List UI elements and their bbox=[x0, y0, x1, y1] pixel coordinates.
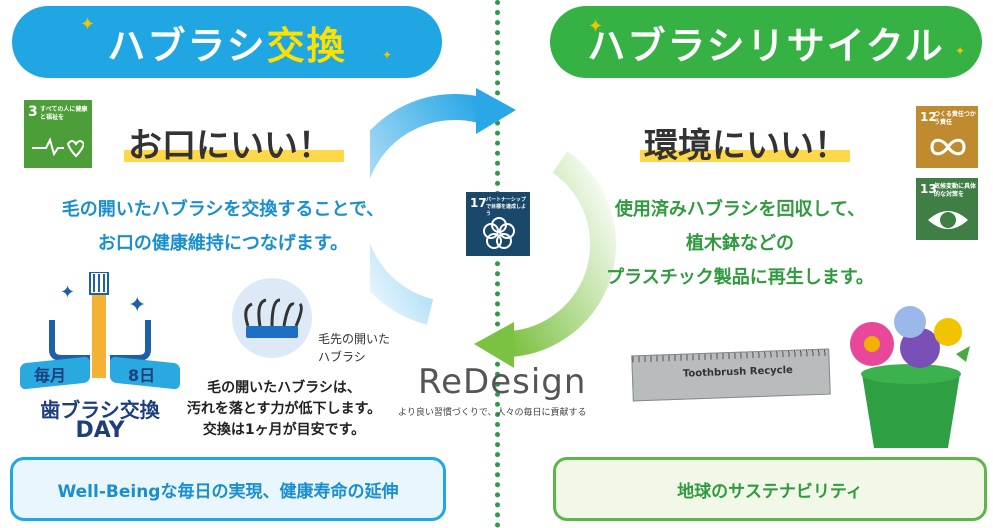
header-toothbrush-exchange: ハブラシ交換 bbox=[12, 6, 442, 78]
exchange-note: 毛の開いたハブラシは、 汚れを落とす力が低下します。 交換は1ヶ月が目安です。 bbox=[184, 378, 384, 441]
svg-text:✦: ✦ bbox=[128, 293, 146, 318]
toothbrush-head-icon bbox=[244, 298, 303, 338]
sdg-text: パートナーシップで目標を達成しよう bbox=[486, 197, 527, 217]
title-main: ハブラシ bbox=[107, 23, 267, 68]
left-headline: お口にいい！ bbox=[128, 126, 332, 166]
note-line: 毛の開いたハブラシは、 bbox=[207, 380, 361, 396]
brush-label-line: 毛先の開いた bbox=[318, 332, 391, 346]
day-title: 歯ブラシ交換 bbox=[40, 398, 160, 422]
desc-line: お口の健康維持につなげます。 bbox=[97, 233, 349, 254]
desc-line: プラスチック製品に再生します。 bbox=[606, 267, 874, 288]
svg-text:✦: ✦ bbox=[60, 282, 75, 303]
infinity-icon bbox=[930, 138, 966, 156]
headline-underline bbox=[124, 150, 344, 162]
right-headline: 環境にいい！ bbox=[644, 126, 848, 166]
sdg17-badge: 17 パートナーシップで目標を達成しよう bbox=[466, 192, 530, 256]
flower-pot-icon bbox=[850, 306, 970, 448]
toothbrush-graphic-icon: ✦ ✦ bbox=[49, 272, 151, 378]
heartbeat-icon bbox=[32, 137, 84, 158]
sparkle-icon: ✦ bbox=[955, 44, 966, 58]
partnership-flower-icon bbox=[483, 217, 515, 249]
headline-underline bbox=[640, 150, 850, 162]
sdg3-badge: 3 すべての人に健康と福祉を bbox=[24, 100, 92, 168]
right-description: 使用済みハブラシを回収して、 植木鉢などの プラスチック製品に再生します。 bbox=[565, 193, 915, 295]
cycle-arrows-icon bbox=[370, 88, 617, 368]
title-accent: 交換 bbox=[266, 23, 347, 68]
sdg-number: 17 bbox=[470, 196, 487, 210]
brush-label-line: ハブラシ bbox=[318, 350, 366, 364]
sustainability-box: 地球のサステナビリティ bbox=[553, 457, 987, 521]
desc-line: 使用済みハブラシを回収して、 bbox=[614, 199, 866, 220]
recycled-ruler: Toothbrush Recycle bbox=[631, 348, 831, 402]
sdg-text: 気候変動に具体的な対策を bbox=[934, 183, 977, 198]
left-description: 毛の開いたハブラシを交換することで、 お口の健康維持につなげます。 bbox=[18, 193, 428, 261]
sdg13-badge: 13 気候変動に具体的な対策を bbox=[916, 178, 978, 240]
header-toothbrush-recycle: ハブラシリサイクル bbox=[550, 6, 982, 78]
desc-line: 植木鉢などの bbox=[686, 233, 794, 254]
sdg-number: 13 bbox=[920, 182, 937, 196]
brand-logo: ReDesign bbox=[418, 362, 587, 402]
sdg-text: すべての人に健康と福祉を bbox=[40, 106, 88, 121]
wellbeing-box: Well-Beingな毎日の実現、健康寿命の延伸 bbox=[10, 457, 446, 521]
brush-label: 毛先の開いた ハブラシ bbox=[318, 330, 390, 366]
toothbrush-day-logo: ✦ ✦ 毎月 8日 歯ブラシ交換 DAY bbox=[20, 272, 180, 452]
brand-tagline: より良い習慣づくりで、人々の毎日に貢献する bbox=[398, 408, 587, 418]
sparkle-icon: ✦ bbox=[382, 48, 393, 62]
sdg-text: つくる責任つかう責任 bbox=[934, 111, 976, 126]
desc-line: 毛の開いたハブラシを交換することで、 bbox=[61, 199, 385, 220]
eye-earth-icon bbox=[928, 211, 968, 229]
ruler-label: Toothbrush Recycle bbox=[682, 364, 794, 380]
center-divider bbox=[495, 0, 500, 528]
sdg-number: 3 bbox=[28, 104, 38, 120]
ruler-ticks bbox=[632, 349, 829, 363]
sparkle-icon: ✦ bbox=[80, 14, 96, 35]
day-date: 8日 bbox=[128, 366, 156, 385]
note-line: 交換は1ヶ月が目安です。 bbox=[202, 422, 366, 438]
day-month: 毎月 bbox=[34, 366, 67, 385]
sdg12-badge: 12 つくる責任つかう責任 bbox=[916, 106, 978, 168]
flower-pot-illustration bbox=[836, 296, 986, 452]
splayed-brush-illustration bbox=[232, 278, 312, 358]
note-line: 汚れを落とす力が低下します。 bbox=[186, 401, 382, 417]
sdg-number: 12 bbox=[920, 110, 937, 124]
day-sub: DAY bbox=[75, 418, 125, 443]
sparkle-icon: ✦ bbox=[588, 16, 604, 37]
